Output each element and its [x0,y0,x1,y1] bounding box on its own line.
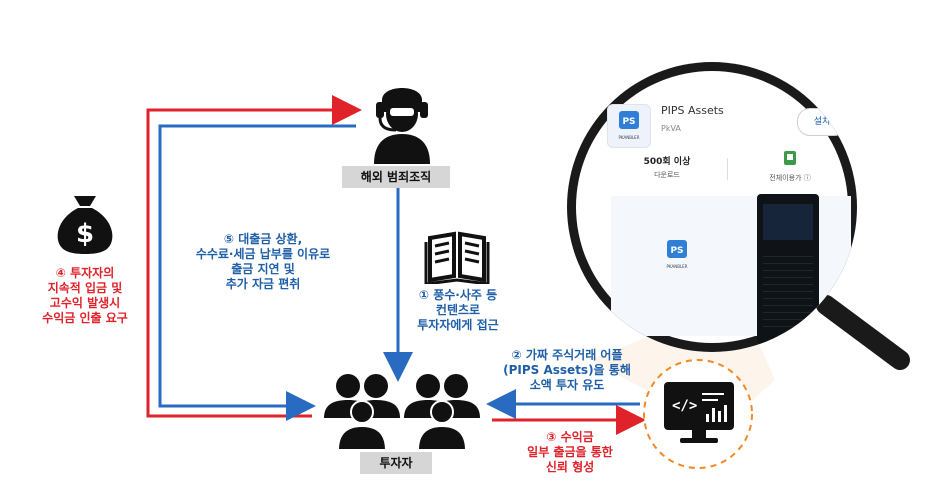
rating-label: 전체이용가 ⓘ [769,174,811,182]
downloads-value: 500회 이상 [643,157,691,167]
step4-label: ④ 투자자의 지속적 입금 및 고수익 발생시 수익금 인출 요구 [42,266,128,325]
svg-text:PS: PS [670,246,683,256]
red-loop-line [146,95,362,418]
step3-label: ③ 수익금 일부 출금을 통한 신뢰 형성 [527,430,613,474]
app-header: PS PKANBLER PIPS Assets PkVA 설치 [607,100,857,150]
hacker-headset-icon [374,88,430,164]
magnifier-lens: PS PKANBLER PIPS Assets PkVA 설치 500회 이상 … [567,62,857,352]
svg-text:PKANBLER: PKANBLER [667,264,688,269]
svg-text:PKANBLER: PKANBLER [619,135,640,140]
blue-loop-line [158,124,356,421]
phone-screenshot [757,194,819,344]
phone-world-map [763,204,813,240]
stat-divider [727,158,728,180]
install-button[interactable]: 설치 [797,108,847,136]
step2-label: ② 가짜 주식거래 어플 (PIPS Assets)을 통해 소액 투자 유도 [503,348,631,392]
downloads-label: 다운로드 [654,171,680,179]
app-name: PIPS Assets [661,104,724,117]
phone-ticker-rows [763,250,813,330]
step5-label: ⑤ 대출금 상환, 수수료·세금 납부를 이유로 출금 지연 및 추가 자금 편… [195,232,331,291]
step1-label: ① 풍수·사주 등 컨텐츠로 투자자에게 접근 [417,288,499,332]
age-rating-icon [784,151,796,165]
computer-code-icon: </> [664,382,734,443]
app-developer: PkVA [661,124,681,133]
criminal-org-label: 해외 범죄조직 [342,166,450,188]
svg-text:PS: PS [622,117,635,127]
downloads-stat: 500회 이상 다운로드 [627,154,707,180]
rating-stat: 전체이용가 ⓘ [745,150,835,183]
book-icon [424,231,490,284]
screenshot-logo-icon: PS PKANBLER [657,236,697,280]
investors-group-icon [324,374,480,450]
app-logo-icon: PS PKANBLER [607,104,651,148]
money-bag-icon: $ [57,196,113,254]
svg-text:</>: </> [672,398,697,414]
investor-label: 투자자 [360,452,432,474]
svg-text:$: $ [76,219,94,249]
